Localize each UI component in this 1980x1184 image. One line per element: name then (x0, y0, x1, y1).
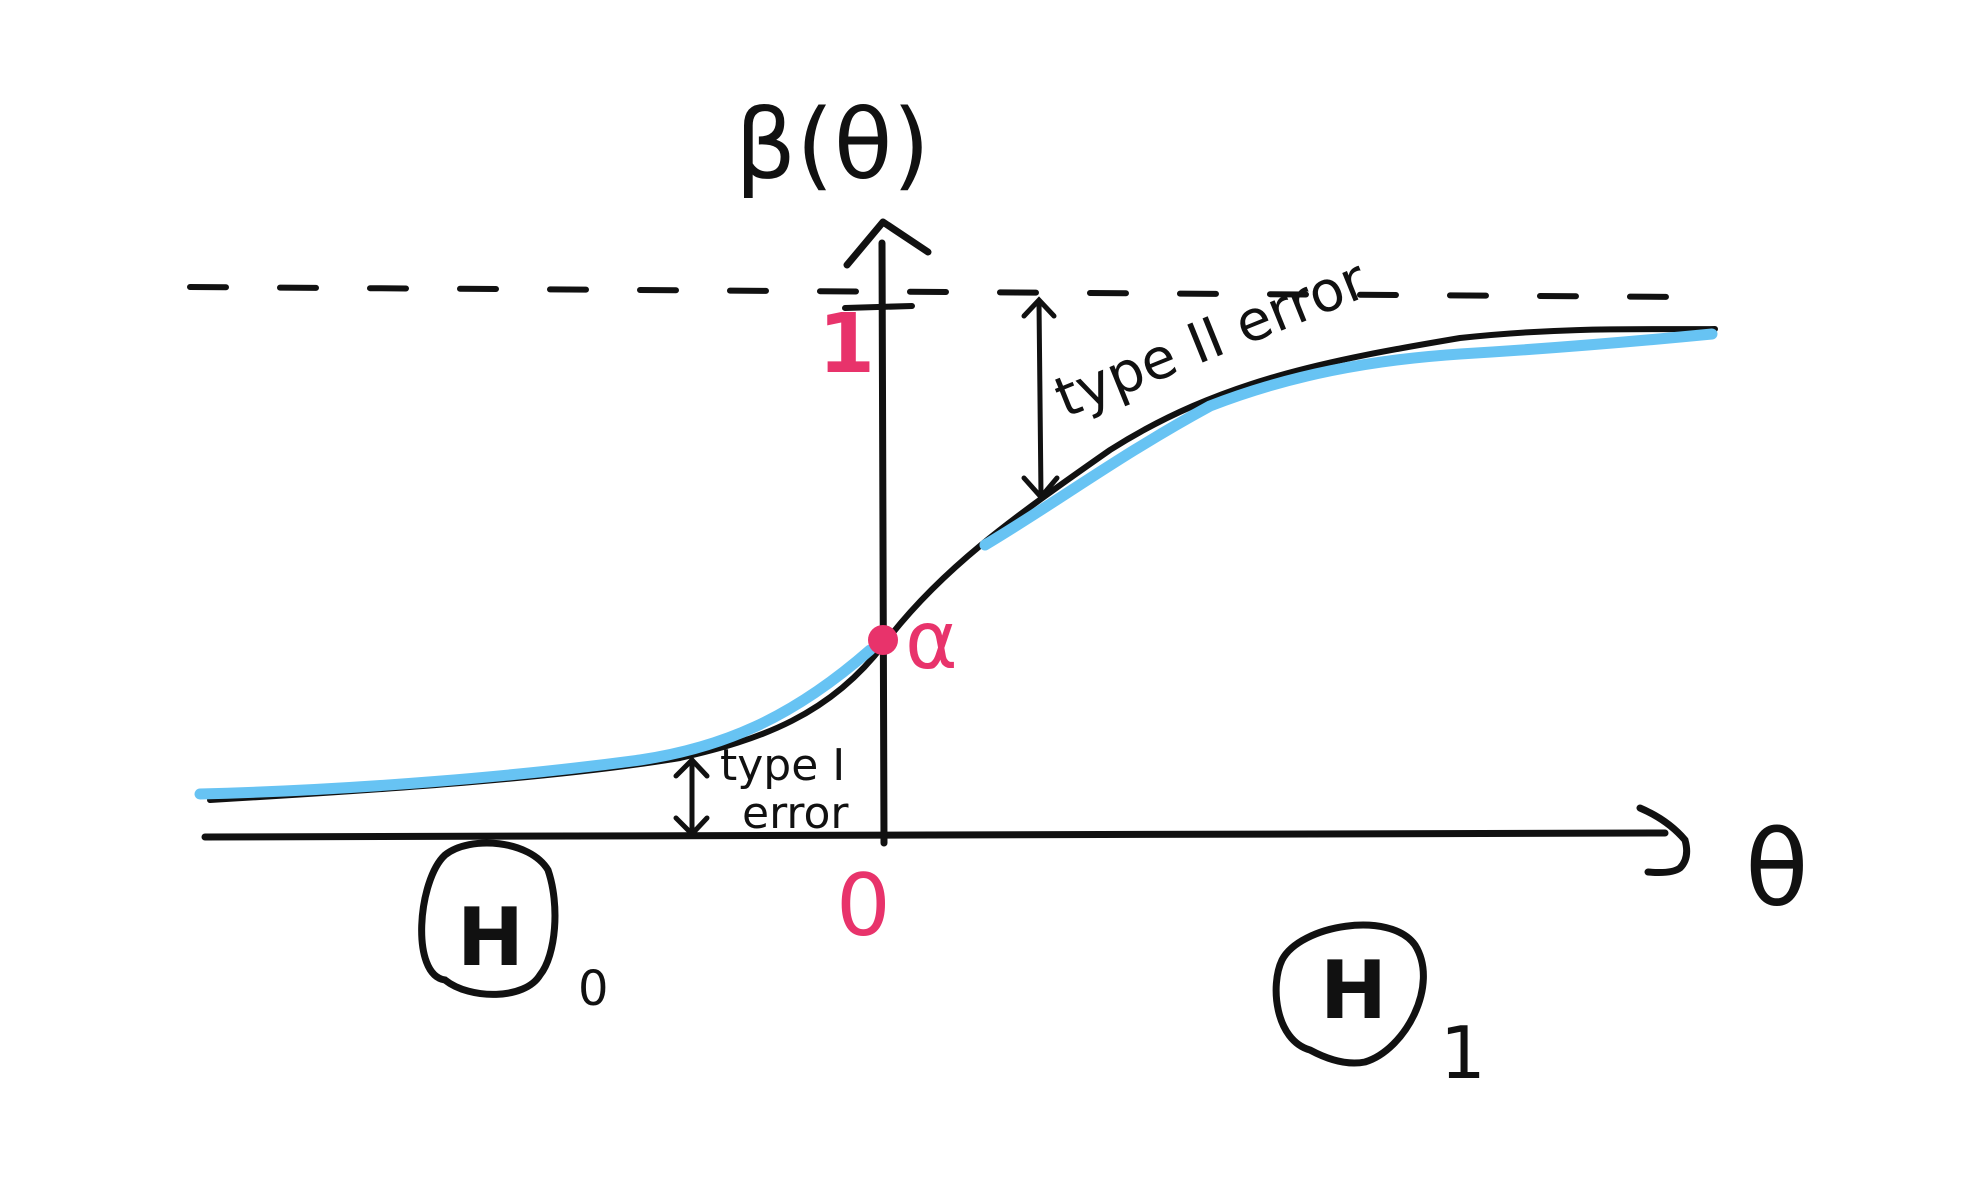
type1-error-label-line2: error (742, 788, 849, 839)
y-axis-label: β(θ) (735, 89, 930, 201)
h0-subscript: 0 (578, 961, 609, 1017)
h0-letter: H (457, 891, 524, 984)
h1-letter: H (1320, 944, 1387, 1037)
alpha-point (868, 625, 898, 655)
type1-error-label-line1: type I (720, 740, 845, 791)
type1-error-arrow-top-head (673, 756, 710, 779)
h0-circle (418, 839, 559, 998)
alpha-label: α (905, 594, 958, 687)
tick-zero-label: 0 (836, 856, 891, 956)
x-axis-label: θ (1745, 808, 1809, 930)
x-axis-arrowhead (1636, 804, 1691, 876)
y-axis-arrowhead (843, 218, 932, 269)
x-axis (201, 829, 1669, 841)
type2-error-arrow (1036, 299, 1044, 499)
upper-bound-dashed-line (187, 284, 1693, 300)
tick-one-label: 1 (818, 297, 875, 392)
type1-error-arrow-bottom-head (673, 815, 710, 838)
type1-highlight-curve (194, 644, 876, 800)
power-curve (207, 326, 1718, 803)
y-axis (878, 239, 888, 847)
tick-one-mark (842, 303, 915, 311)
h1-circle (1272, 921, 1427, 1067)
power-highlight-curve (979, 328, 1718, 551)
h1-subscript: 1 (1440, 1011, 1486, 1095)
type2-error-arrow-bottom-head (1021, 475, 1060, 501)
type2-error-arrow-top-head (1021, 296, 1057, 319)
